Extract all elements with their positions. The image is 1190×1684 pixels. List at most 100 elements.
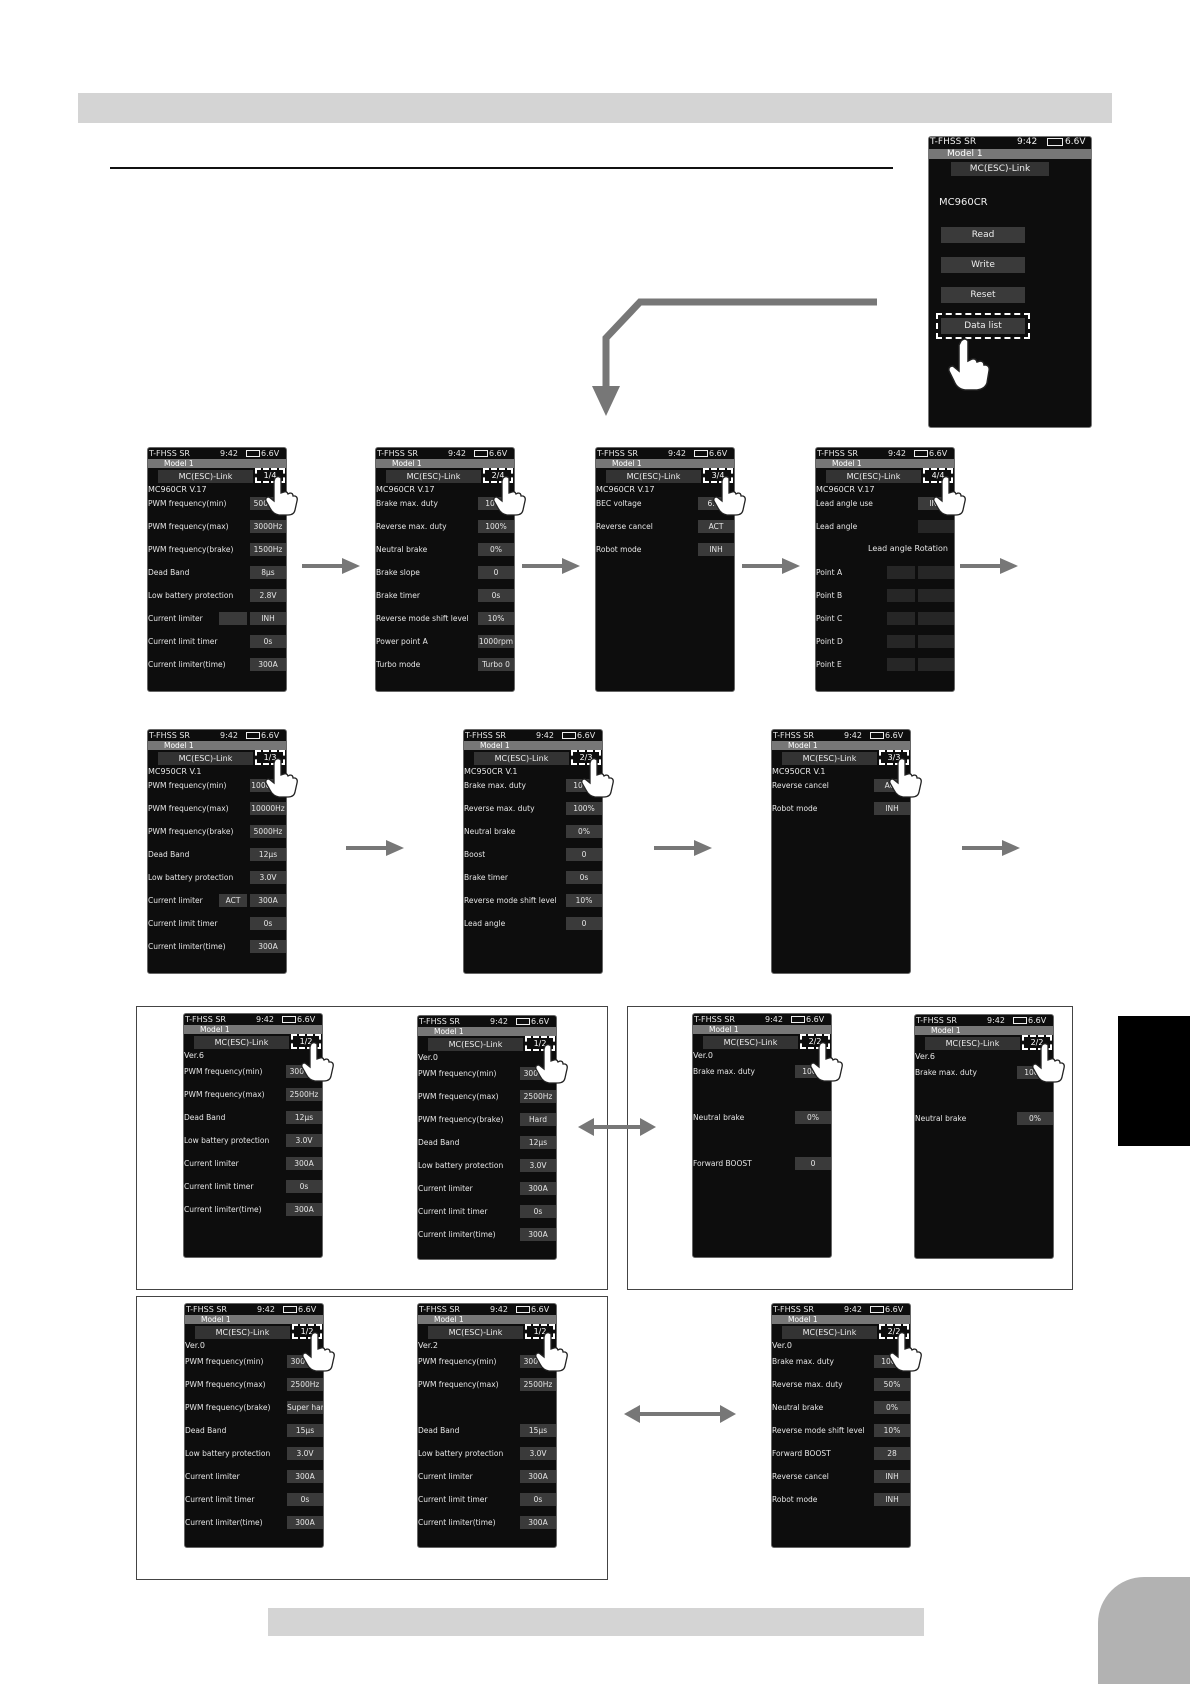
setting-value[interactable]: 3000Hz xyxy=(250,520,286,533)
setting-value[interactable]: 0s xyxy=(287,1493,323,1506)
page-indicator-button[interactable]: 1/4 xyxy=(255,468,285,483)
page-indicator-button[interactable]: 4/4 xyxy=(923,468,953,483)
setting-value[interactable] xyxy=(918,612,954,625)
setting-value[interactable]: 15μs xyxy=(287,1424,323,1437)
setting-value[interactable]: 3.0V xyxy=(520,1159,556,1172)
setting-value[interactable]: 5000Hz xyxy=(250,825,286,838)
setting-value[interactable]: 300A xyxy=(287,1470,323,1483)
page-indicator-button[interactable]: 3/4 xyxy=(703,468,733,483)
setting-value[interactable]: 28 xyxy=(874,1447,910,1460)
setting-value[interactable]: 1500Hz xyxy=(250,543,286,556)
setting-value[interactable]: 15μs xyxy=(520,1424,556,1437)
setting-value[interactable] xyxy=(918,589,954,602)
page-indicator-button[interactable]: 2/4 xyxy=(483,468,513,483)
connector-arrow xyxy=(592,298,877,416)
setting-value[interactable]: ACT xyxy=(698,520,734,533)
model-bar: Model 1 xyxy=(816,459,954,468)
setting-value[interactable]: 0s xyxy=(250,635,286,648)
setting-value-secondary[interactable]: ACT xyxy=(219,894,247,907)
setting-value-secondary[interactable] xyxy=(887,589,915,602)
setting-value[interactable]: 0% xyxy=(795,1111,831,1124)
page-indicator-button[interactable]: 2/2 xyxy=(1022,1035,1052,1050)
read-button[interactable]: Read xyxy=(941,227,1025,243)
setting-value[interactable]: 0s xyxy=(250,917,286,930)
setting-value[interactable]: 0s xyxy=(478,589,514,602)
page-indicator-button[interactable]: 2/2 xyxy=(800,1034,830,1049)
page-indicator-button[interactable]: 1/2 xyxy=(291,1034,321,1049)
setting-value[interactable]: 100% xyxy=(566,802,602,815)
data-list-button[interactable]: Data list xyxy=(941,318,1025,334)
setting-value[interactable]: 12μs xyxy=(250,848,286,861)
setting-value[interactable]: 300A xyxy=(520,1228,556,1241)
page-indicator-button[interactable]: 2/3 xyxy=(571,750,601,765)
setting-value[interactable] xyxy=(918,635,954,648)
setting-value[interactable]: 0s xyxy=(520,1493,556,1506)
setting-value-secondary[interactable] xyxy=(887,612,915,625)
page-indicator-button[interactable]: 1/2 xyxy=(525,1324,555,1339)
reset-button[interactable]: Reset xyxy=(941,287,1025,303)
setting-value[interactable]: INH xyxy=(698,543,734,556)
setting-value[interactable]: 2500Hz xyxy=(520,1090,556,1103)
setting-value[interactable]: 300A xyxy=(250,658,286,671)
setting-value[interactable]: 2500Hz xyxy=(286,1088,322,1101)
setting-value[interactable]: 2.8V xyxy=(250,589,286,602)
setting-value[interactable]: INH xyxy=(874,1493,910,1506)
setting-value[interactable]: 2500Hz xyxy=(287,1378,323,1391)
setting-value-secondary[interactable] xyxy=(887,635,915,648)
setting-value[interactable]: 12μs xyxy=(286,1111,322,1124)
setting-value[interactable]: 1000rpm xyxy=(478,635,514,648)
setting-value[interactable]: 3.0V xyxy=(520,1447,556,1460)
setting-value[interactable]: 300A xyxy=(520,1516,556,1529)
setting-value[interactable]: INH xyxy=(874,802,910,815)
setting-value[interactable]: 0% xyxy=(1017,1112,1053,1125)
setting-value[interactable]: 10% xyxy=(478,612,514,625)
setting-value[interactable]: 50% xyxy=(874,1378,910,1391)
setting-value[interactable]: 0s xyxy=(286,1180,322,1193)
setting-value[interactable]: 300A xyxy=(286,1157,322,1170)
setting-value[interactable]: 10000Hz xyxy=(250,802,286,815)
setting-value[interactable]: 300A xyxy=(520,1182,556,1195)
setting-value[interactable]: 300A xyxy=(520,1470,556,1483)
setting-value[interactable]: 0 xyxy=(566,917,602,930)
page-indicator-button[interactable]: 1/2 xyxy=(292,1324,322,1339)
setting-value[interactable]: 3.0V xyxy=(250,871,286,884)
setting-value[interactable]: 0s xyxy=(566,871,602,884)
setting-value[interactable]: 0 xyxy=(478,566,514,579)
setting-value[interactable]: Super hard xyxy=(287,1401,323,1414)
setting-value-secondary[interactable] xyxy=(219,612,247,625)
setting-value[interactable] xyxy=(918,658,954,671)
setting-value[interactable]: 0 xyxy=(795,1157,831,1170)
setting-value[interactable]: 300A xyxy=(250,894,286,907)
setting-value[interactable]: 300A xyxy=(287,1516,323,1529)
setting-value-secondary[interactable] xyxy=(887,658,915,671)
setting-value[interactable]: 8μs xyxy=(250,566,286,579)
setting-value[interactable]: 0 xyxy=(566,848,602,861)
setting-value[interactable] xyxy=(918,520,954,533)
setting-value[interactable]: 10% xyxy=(566,894,602,907)
setting-value[interactable]: 0% xyxy=(566,825,602,838)
setting-value[interactable]: 100% xyxy=(478,520,514,533)
setting-value[interactable]: 0% xyxy=(874,1401,910,1414)
setting-value[interactable]: 300A xyxy=(250,940,286,953)
setting-value[interactable]: 300A xyxy=(286,1203,322,1216)
page-indicator-button[interactable]: 3/3 xyxy=(879,750,909,765)
setting-value-secondary[interactable] xyxy=(887,566,915,579)
setting-value[interactable]: INH xyxy=(250,612,286,625)
setting-value[interactable]: 12μs xyxy=(520,1136,556,1149)
setting-value[interactable]: Turbo 0 xyxy=(478,658,514,671)
setting-value[interactable]: 0% xyxy=(478,543,514,556)
system-label: T-FHSS SR xyxy=(930,137,977,147)
setting-value[interactable] xyxy=(918,566,954,579)
setting-value[interactable]: Hard xyxy=(520,1113,556,1126)
setting-value[interactable]: 2500Hz xyxy=(520,1378,556,1391)
page-indicator-button[interactable]: 2/2 xyxy=(879,1324,909,1339)
setting-value[interactable]: 3.0V xyxy=(287,1447,323,1460)
setting-value[interactable]: INH xyxy=(874,1470,910,1483)
page-indicator-button[interactable]: 1/3 xyxy=(255,750,285,765)
setting-value[interactable]: 10% xyxy=(874,1424,910,1437)
page-indicator-button[interactable]: 1/2 xyxy=(525,1036,555,1051)
write-button[interactable]: Write xyxy=(941,257,1025,273)
setting-value[interactable]: 0s xyxy=(520,1205,556,1218)
setting-value[interactable]: 3.0V xyxy=(286,1134,322,1147)
